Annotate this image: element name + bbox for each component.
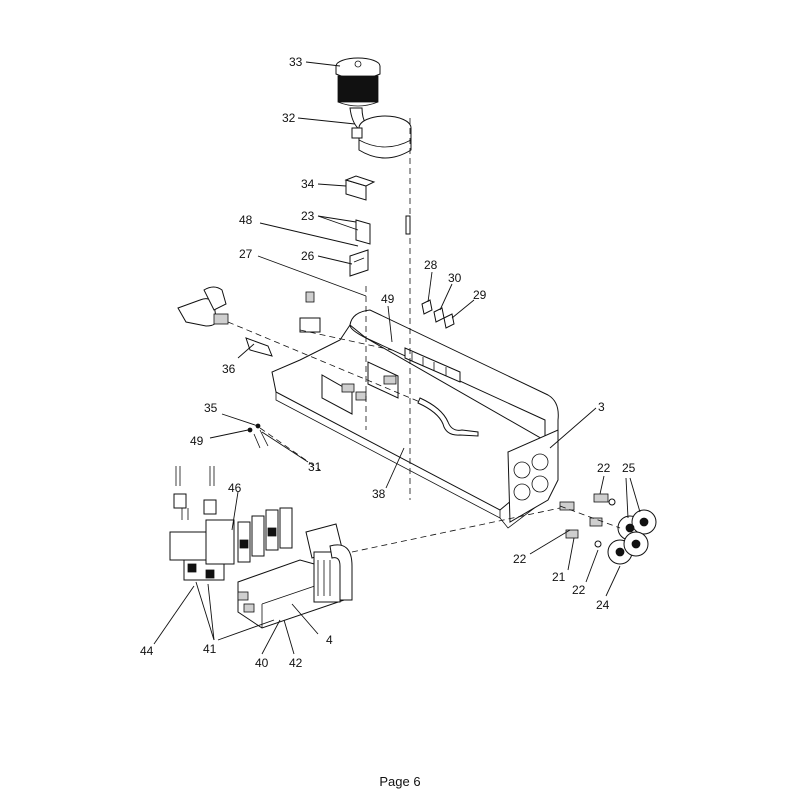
bracket-parts [344,175,376,277]
callout-labels: 33 32 34 23 48 26 27 28 30 29 49 36 3 35… [140,55,636,670]
callout-22: 22 [513,552,527,566]
callout-28: 28 [424,258,438,272]
callout-22: 22 [572,583,586,597]
callout-40: 40 [255,656,269,670]
leader-lines [153,61,641,655]
callout-33: 33 [289,55,303,69]
callout-3: 3 [598,400,605,414]
callout-48: 48 [239,213,253,227]
callout-46: 46 [228,481,242,495]
callout-23: 23 [301,209,315,223]
callout-22: 22 [597,461,611,475]
callout-44: 44 [140,644,154,658]
callout-49: 49 [381,292,395,306]
callout-24: 24 [596,598,610,612]
chassis-housing [271,309,559,529]
clips [421,299,455,329]
callout-49: 49 [190,434,204,448]
callout-32: 32 [282,111,296,125]
callout-26: 26 [301,249,315,263]
callout-25: 25 [622,461,636,475]
callout-36: 36 [222,362,236,376]
filter-assembly [335,57,412,159]
callout-41: 41 [203,642,217,656]
callout-38: 38 [372,487,386,501]
assembly-dash-lines [227,118,621,553]
screw-49 [247,427,253,433]
callout-27: 27 [239,247,253,261]
callout-4: 4 [326,633,333,647]
tube-38 [417,397,479,437]
callout-31: 31 [308,460,322,474]
valve-manifold [169,466,353,629]
standoff-bolt [405,215,411,235]
callout-42: 42 [289,656,303,670]
callout-29: 29 [473,288,487,302]
callout-34: 34 [301,177,315,191]
page-number: Page 6 [379,774,421,789]
callout-21: 21 [552,570,566,584]
knob-assembly [559,493,657,565]
callout-35: 35 [204,401,218,415]
elbow-fittings [177,286,321,357]
end-cap-openings [513,453,549,501]
callout-30: 30 [448,271,462,285]
